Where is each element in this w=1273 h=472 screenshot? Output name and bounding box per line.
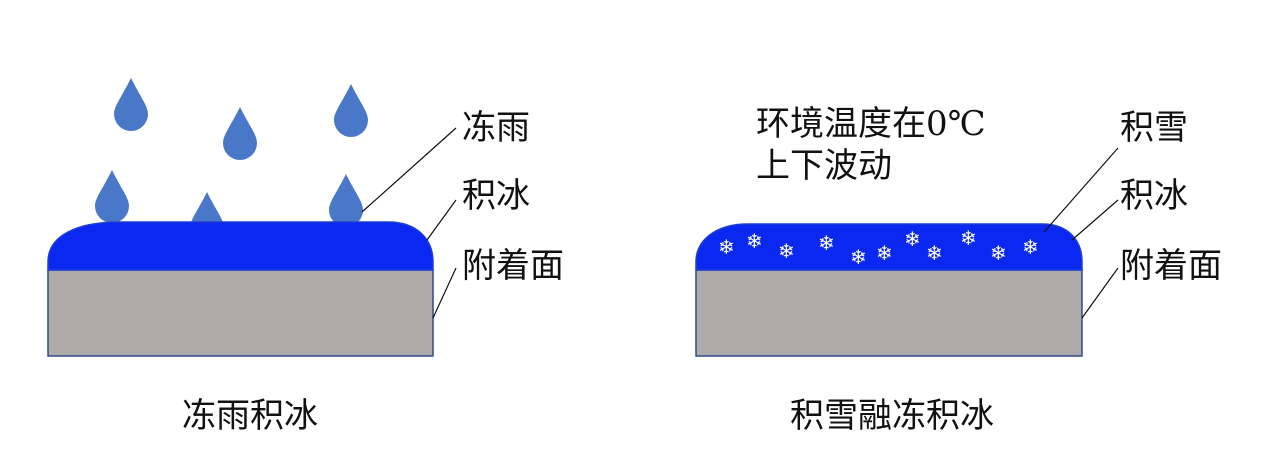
snowflake-icon: ❄: [850, 245, 867, 269]
raindrop-icon: [334, 84, 368, 137]
snowflake-icon: ❄: [960, 226, 977, 250]
label-right-surface: 附着面: [1120, 246, 1222, 286]
note-temperature-line1: 环境温度在0℃: [756, 104, 986, 144]
snowflake-icon: ❄: [1022, 235, 1039, 259]
raindrop-icon: [95, 170, 129, 223]
snowflake-icon: ❄: [818, 231, 835, 255]
raindrops: [95, 78, 368, 245]
snowflake-icon: ❄: [746, 229, 763, 253]
left-leader-lines: [361, 127, 457, 319]
label-left-ice: 积冰: [462, 176, 530, 216]
snowflake-icon: ❄: [990, 241, 1007, 265]
left-surface: [47, 269, 434, 357]
caption-left: 冻雨积冰: [182, 396, 318, 436]
snowflake-icon: ❄: [876, 241, 893, 265]
snowflake-icon: ❄: [926, 241, 943, 265]
right-panel-graphics: [695, 147, 1119, 357]
snowflake-icon: ❄: [904, 227, 921, 251]
right-surface: [695, 269, 1083, 357]
raindrop-icon: [114, 78, 148, 131]
label-left-surface: 附着面: [462, 246, 564, 286]
caption-right: 积雪融冻积冰: [790, 396, 994, 436]
raindrop-icon: [223, 107, 257, 160]
right-ice-layer: [695, 223, 1083, 271]
label-freezing-rain: 冻雨: [462, 108, 530, 148]
note-temperature-line2: 上下波动: [756, 146, 892, 186]
snowflake-icon: ❄: [718, 235, 735, 259]
label-right-ice: 积冰: [1120, 176, 1188, 216]
left-panel-graphics: [47, 78, 457, 357]
left-ice-layer: [47, 221, 434, 271]
label-snow: 积雪: [1120, 108, 1188, 148]
right-leader-lines: [1043, 147, 1119, 319]
snowflake-icon: ❄: [778, 239, 795, 263]
raindrop-icon: [329, 174, 363, 227]
